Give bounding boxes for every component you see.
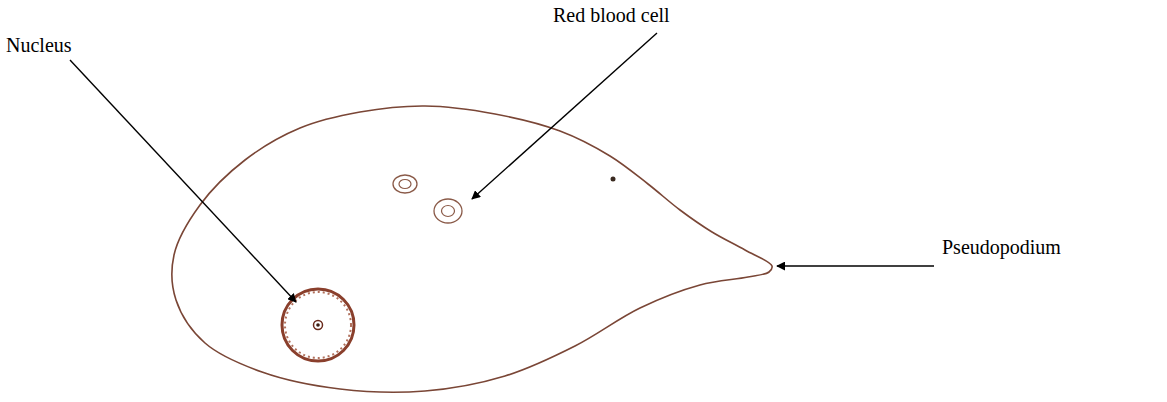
karyosome	[316, 323, 320, 327]
rbc-outer	[393, 175, 417, 193]
nuclear-envelope	[282, 289, 354, 361]
leader-line	[70, 60, 296, 302]
part-label: Red blood cell	[553, 4, 670, 27]
leader-line	[472, 33, 657, 199]
leader-line	[777, 265, 934, 266]
rbc-inner	[399, 180, 411, 189]
nuclear-envelope-dots	[285, 292, 351, 358]
rbc-outer	[434, 199, 462, 223]
karyosome-ring	[314, 321, 323, 330]
cell-membrane	[172, 106, 772, 392]
nucleus	[282, 289, 354, 361]
red-blood-cells	[393, 175, 462, 223]
part-label: Nucleus	[6, 34, 72, 57]
part-label: Pseudopodium	[942, 236, 1061, 259]
membrane-spot	[611, 177, 616, 182]
rbc-inner	[442, 206, 455, 217]
